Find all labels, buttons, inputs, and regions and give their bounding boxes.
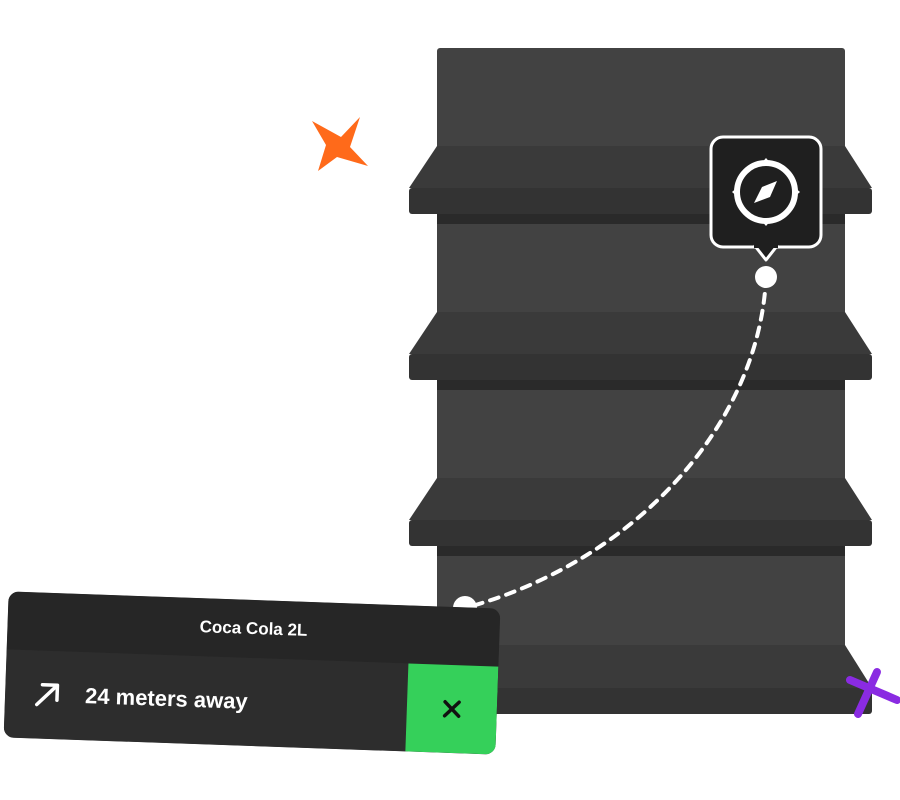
route-path [463, 275, 768, 610]
shelf-board [409, 645, 872, 714]
card-body: 24 meters away [3, 649, 499, 755]
compass-icon [732, 158, 800, 226]
shelf-board [409, 478, 872, 556]
navigation-card: Coca Cola 2L 24 meters away [3, 591, 501, 755]
distance-row: 24 meters away [3, 649, 409, 752]
arrow-up-right-icon [35, 682, 60, 707]
close-icon [442, 700, 461, 718]
sparkle-star-icon [312, 117, 368, 171]
product-name: Coca Cola 2L [199, 617, 308, 640]
close-button[interactable] [405, 663, 499, 755]
location-marker[interactable] [709, 135, 823, 262]
route-end-dot [755, 266, 777, 288]
distance-text: 24 meters away [84, 683, 249, 714]
cross-icon [846, 668, 900, 718]
shelf-board [409, 312, 872, 390]
